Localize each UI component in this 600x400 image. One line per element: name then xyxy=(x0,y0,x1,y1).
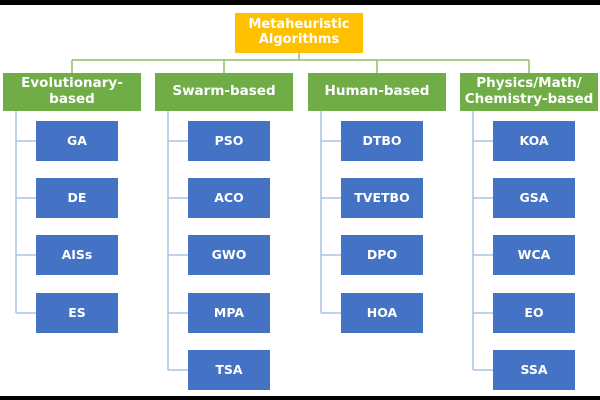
algorithm-label: DPO xyxy=(366,246,398,262)
algorithm-label: MPA xyxy=(213,304,245,320)
category-node-3: Human-based xyxy=(308,73,446,111)
algorithm-node: MPA xyxy=(188,293,270,333)
algorithm-label: WCA xyxy=(517,246,551,262)
algorithm-label: EO xyxy=(524,304,544,320)
category-label: Swarm-based xyxy=(172,83,276,100)
algorithm-node: TSA xyxy=(188,350,270,390)
algorithm-node: GSA xyxy=(493,178,575,218)
algorithm-node: GA xyxy=(36,121,118,161)
connector-lines xyxy=(15,53,530,371)
category-node-2: Swarm-based xyxy=(155,73,293,111)
algorithm-node: AISs xyxy=(36,235,118,275)
algorithm-node: DTBO xyxy=(341,121,423,161)
algorithm-label: ES xyxy=(68,304,86,320)
root-label: Metaheuristic Algorithms xyxy=(248,17,350,47)
category-node-1: Evolutionary- based xyxy=(3,73,141,111)
algorithm-label: TVETBO xyxy=(354,189,410,205)
algorithm-node: HOA xyxy=(341,293,423,333)
algorithm-node: WCA xyxy=(493,235,575,275)
algorithm-node: PSO xyxy=(188,121,270,161)
algorithm-node: ES xyxy=(36,293,118,333)
algorithm-label: DE xyxy=(67,189,87,205)
algorithm-node: SSA xyxy=(493,350,575,390)
algorithm-label: PSO xyxy=(214,132,244,148)
algorithm-label: ACO xyxy=(214,189,244,205)
algorithm-label: HOA xyxy=(366,304,398,320)
algorithm-node: KOA xyxy=(493,121,575,161)
category-label: Physics/Math/ Chemistry-based xyxy=(464,75,594,107)
category-label: Human-based xyxy=(324,83,430,100)
category-label: Evolutionary- based xyxy=(21,75,123,107)
algorithm-node: DE xyxy=(36,178,118,218)
algorithm-label: KOA xyxy=(519,132,549,148)
algorithm-label: GSA xyxy=(519,189,549,205)
algorithm-label: GWO xyxy=(211,246,247,262)
root-node: Metaheuristic Algorithms xyxy=(235,13,363,53)
category-node-4: Physics/Math/ Chemistry-based xyxy=(460,73,598,111)
diagram-panel: Metaheuristic Algorithms Evolutionary- b… xyxy=(0,5,600,396)
algorithm-node: TVETBO xyxy=(341,178,423,218)
algorithm-node: ACO xyxy=(188,178,270,218)
algorithm-label: AISs xyxy=(61,246,93,262)
algorithm-node: DPO xyxy=(341,235,423,275)
algorithm-node: EO xyxy=(493,293,575,333)
algorithm-label: TSA xyxy=(215,361,243,377)
algorithm-node: GWO xyxy=(188,235,270,275)
algorithm-label: DTBO xyxy=(362,132,402,148)
algorithm-label: GA xyxy=(67,132,87,148)
algorithm-label: SSA xyxy=(520,361,548,377)
